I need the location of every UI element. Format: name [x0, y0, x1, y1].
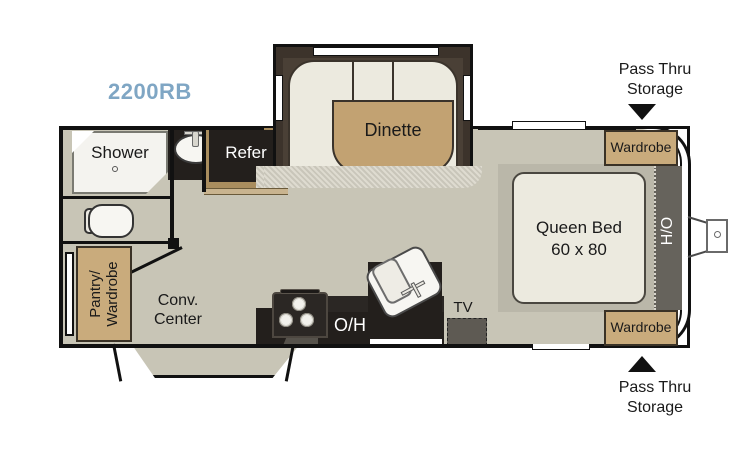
tv-label: TV: [453, 298, 473, 316]
queen-bed-title: Queen Bed: [535, 217, 622, 237]
head-out-extension: [654, 166, 682, 310]
refrigerator-base-trim: [204, 188, 288, 195]
shower-corner-bevel-top: [72, 131, 94, 153]
dinette-window-top: [313, 47, 439, 56]
side-window-left: [65, 252, 74, 336]
pass-thru-storage-bottom-label: Pass Thru Storage: [582, 376, 728, 420]
cooktop-backsplash-rail: [280, 289, 320, 294]
stove-burner-left-icon: [279, 313, 293, 327]
pass-thru-bottom-line1: Pass Thru: [618, 379, 692, 396]
entry-step-edge-left: [112, 343, 123, 382]
side-window-kitchen: [370, 339, 442, 345]
pass-thru-bottom-line2: Storage: [626, 399, 684, 416]
slideout-apron: [264, 166, 482, 188]
pass-thru-top-line2: Storage: [626, 81, 684, 98]
arrow-up-icon: [628, 356, 656, 372]
model-number-label: 2200RB: [108, 78, 192, 104]
shower-corner-bevel-bottom: [146, 172, 168, 194]
refrigerator-wall-left: [202, 128, 206, 192]
queen-bed: [512, 172, 646, 304]
sink-faucet-icon: [192, 131, 199, 147]
pantry-wardrobe-label: Pantry/ Wardrobe: [86, 261, 121, 327]
entry-door-step: [131, 344, 300, 378]
three-burner-stove-icon: [292, 297, 306, 311]
rear-wall: [59, 126, 63, 348]
hitch-ball-icon: [714, 231, 721, 238]
bathroom-wall-right: [170, 128, 174, 246]
stove-burner-right-icon: [300, 313, 314, 327]
dinette-label: Dinette: [364, 119, 422, 140]
head-out-label: H/O: [659, 216, 677, 246]
wardrobe-top: [604, 130, 678, 166]
hall-wall-nub: [168, 238, 179, 249]
top-wall-mid-segment: [478, 126, 514, 130]
wardrobe-bottom-label: Wardrobe: [610, 319, 672, 336]
bathroom-divider-lower: [62, 241, 172, 244]
refrigerator-label: Refer: [225, 143, 267, 163]
pass-thru-storage-top-label: Pass Thru Storage: [582, 58, 728, 102]
dinette-table: [332, 100, 454, 174]
bedroom-window-top: [512, 121, 586, 130]
pantry-wardrobe-cabinet: [76, 246, 132, 342]
queen-bed-label: Queen Bed 60 x 80: [512, 214, 646, 264]
overhead-cabinet-label: O/H: [333, 314, 366, 335]
shower-drain-icon: [112, 166, 118, 172]
shower-label: Shower: [91, 143, 149, 163]
toilet-icon: [88, 204, 134, 238]
top-wall-left-segment: [62, 126, 264, 130]
wardrobe-top-label: Wardrobe: [610, 139, 672, 156]
bottom-wall: [62, 344, 634, 348]
conv-center-label: Conv. Center: [153, 291, 203, 328]
arrow-down-icon: [628, 104, 656, 120]
dinette-window-right: [463, 75, 471, 121]
queen-bed-dimensions: 60 x 80: [551, 240, 607, 259]
tv-mount: [447, 318, 487, 346]
dinette-window-left: [275, 75, 283, 121]
wardrobe-bottom: [604, 310, 678, 346]
pass-thru-top-line1: Pass Thru: [618, 61, 692, 78]
bathroom-divider-upper: [62, 196, 172, 199]
